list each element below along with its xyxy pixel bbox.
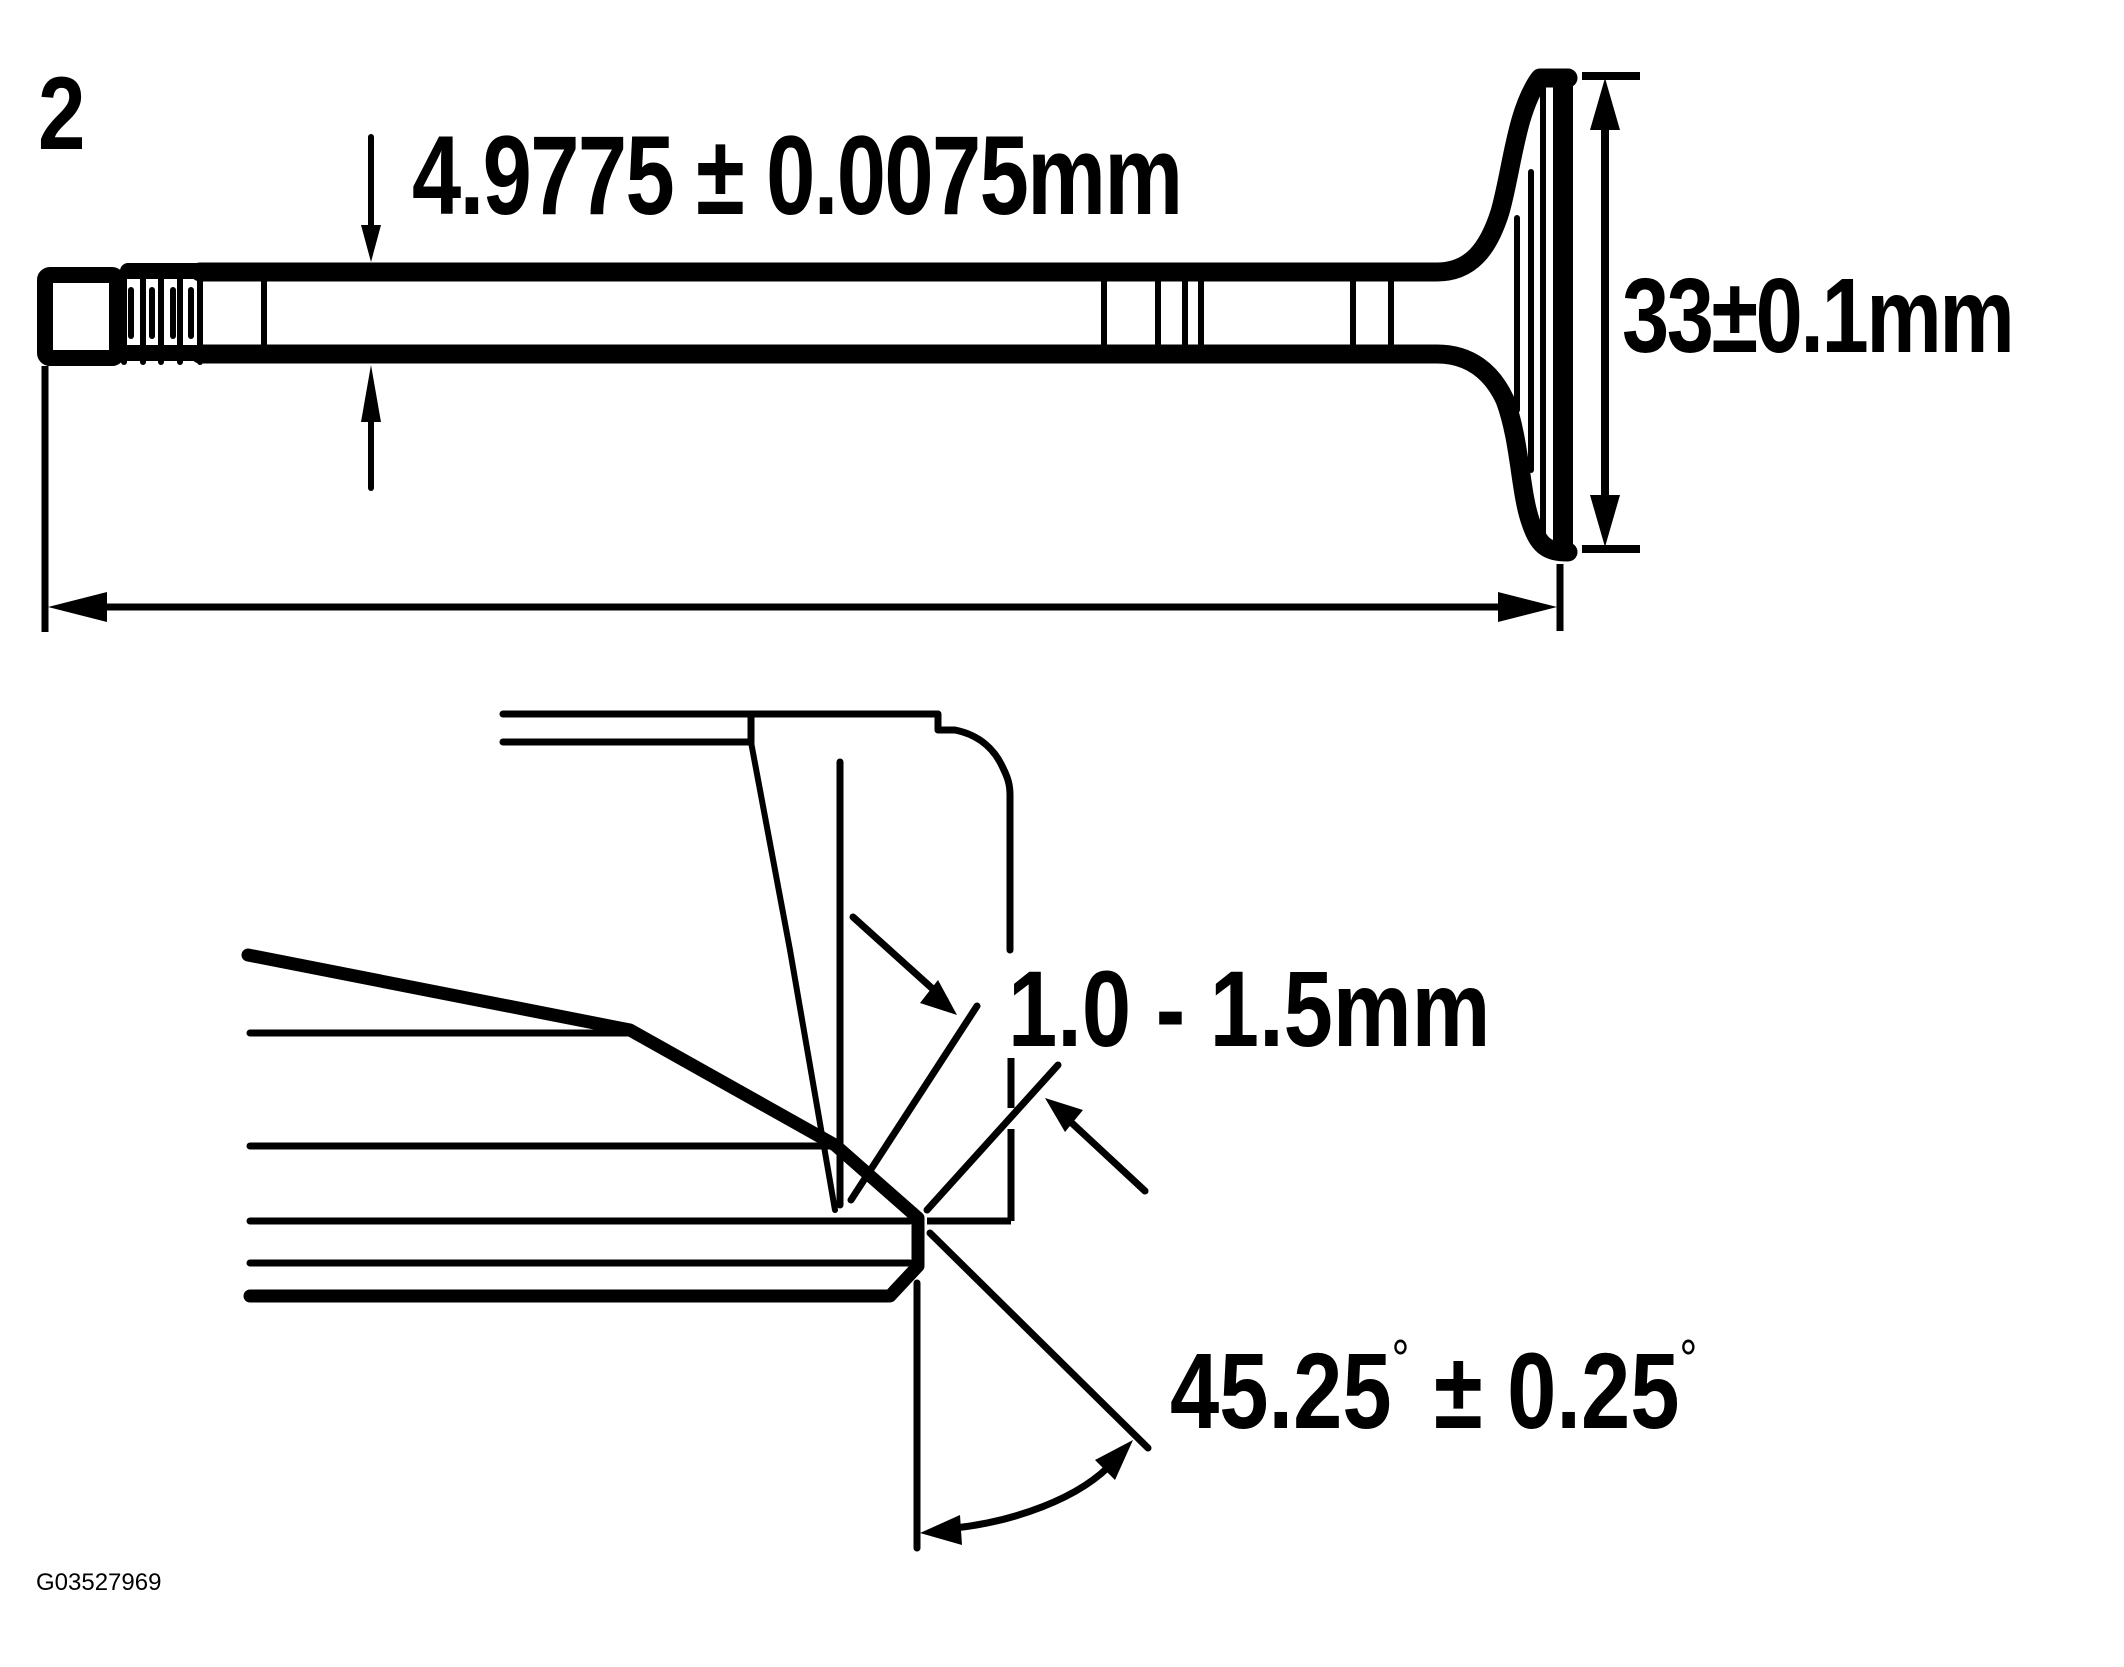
valve-seat-detail xyxy=(241,710,1152,1552)
margin-thickness-label: 1.0 - 1.5mm xyxy=(1008,948,1491,1069)
overall-length-dimension xyxy=(41,366,1564,632)
head-diameter-dimension xyxy=(1582,72,1640,553)
stem-diameter-dimension xyxy=(361,134,381,491)
stem-outline-bottom xyxy=(190,344,1578,562)
body-lines xyxy=(246,1029,914,1267)
stem-outline-top xyxy=(190,68,1578,282)
degree-symbol: ° xyxy=(1391,1328,1410,1389)
margin-slope-line xyxy=(748,739,838,1213)
head-inner-lines xyxy=(1514,85,1546,545)
face-angle-label: 45.25° ± 0.25° xyxy=(1170,1332,1697,1445)
degree-symbol-2: ° xyxy=(1679,1328,1698,1389)
face-angle-dimension xyxy=(913,1229,1152,1552)
head-profile xyxy=(499,710,1014,954)
face-angle-value: 45.25 xyxy=(1170,1330,1392,1451)
valve-tip xyxy=(37,267,125,366)
margin-dimension xyxy=(847,913,1149,1214)
stem-diameter-label: 4.9775 ± 0.0075mm xyxy=(412,113,1183,238)
face-angle-tolerance: 0.25 xyxy=(1507,1330,1680,1451)
tolerance-separator: ± xyxy=(1409,1330,1508,1451)
stem-marker-lines xyxy=(261,278,1394,348)
figure-number: 2 xyxy=(38,56,86,172)
valve-side-view xyxy=(37,68,1578,562)
valve-face xyxy=(1553,75,1573,557)
head-diameter-label: 33±0.1mm xyxy=(1622,257,2015,375)
figure-code: G03527969 xyxy=(36,1569,162,1596)
